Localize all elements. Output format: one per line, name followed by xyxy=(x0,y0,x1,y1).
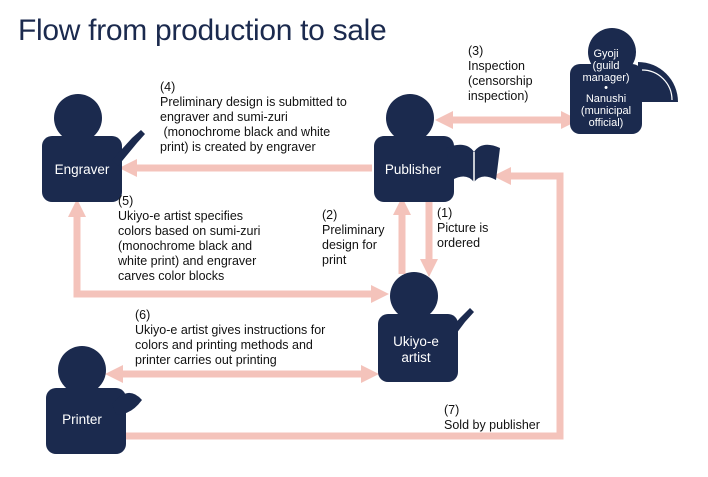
flow-arrows xyxy=(67,110,579,440)
printer-head xyxy=(58,346,106,394)
nanushi-label-line1: Nanushi xyxy=(586,93,626,105)
engraver-figure xyxy=(42,94,145,202)
printer-figure xyxy=(46,346,142,454)
engraver-label: Engraver xyxy=(55,162,110,177)
artist-label-line2: artist xyxy=(401,350,431,365)
publisher-figure xyxy=(374,94,454,202)
artist-figure xyxy=(378,272,474,382)
gyoji-label-line2: (guild xyxy=(593,60,620,72)
step-2-text: (2) Preliminary design for print xyxy=(322,208,385,267)
gyoji-label-line1: Gyoji xyxy=(593,48,618,60)
artist-head xyxy=(390,272,438,320)
step-1-text: (1) Picture is ordered xyxy=(437,206,489,250)
fan-icon xyxy=(638,62,678,102)
nanushi-label-line2: (municipal xyxy=(581,105,631,117)
fan-edge xyxy=(641,69,673,101)
arrow-engraver-artist xyxy=(67,199,389,304)
publisher-body xyxy=(374,136,454,202)
page-title: Flow from production to sale xyxy=(18,14,387,47)
brush-icon xyxy=(444,308,474,342)
step-4-text: (4) Preliminary design is submitted to e… xyxy=(160,80,347,154)
engraver-tool-icon xyxy=(112,130,145,166)
nanushi-label-line3: official) xyxy=(589,117,624,129)
printer-label: Printer xyxy=(62,412,102,427)
artist-label-line1: Ukiyo-e xyxy=(393,334,439,349)
gyoji-body xyxy=(570,64,642,134)
step-5-text: (5) Ukiyo-e artist specifies colors base… xyxy=(118,194,261,283)
engraver-body xyxy=(42,136,122,202)
printer-body xyxy=(46,388,126,454)
book-icon xyxy=(446,144,500,182)
publisher-label: Publisher xyxy=(385,162,442,177)
publisher-head xyxy=(386,94,434,142)
artist-body xyxy=(378,314,458,382)
step-3-text: (3) Inspection (censorship inspection) xyxy=(468,44,533,103)
engraver-head xyxy=(54,94,102,142)
arrow-printer-to-publisher xyxy=(122,166,564,440)
gyoji-bullet: • xyxy=(604,82,608,94)
gyoji-labels: Gyoji (guild manager) • Nanushi (municip… xyxy=(581,48,631,129)
step-6-text: (6) Ukiyo-e artist gives instructions fo… xyxy=(135,308,326,367)
gyoji-label-line3: manager) xyxy=(582,72,629,84)
baren-icon xyxy=(112,392,142,415)
step-7-text: (7) Sold by publisher xyxy=(444,403,540,432)
gyoji-figure xyxy=(570,28,678,134)
